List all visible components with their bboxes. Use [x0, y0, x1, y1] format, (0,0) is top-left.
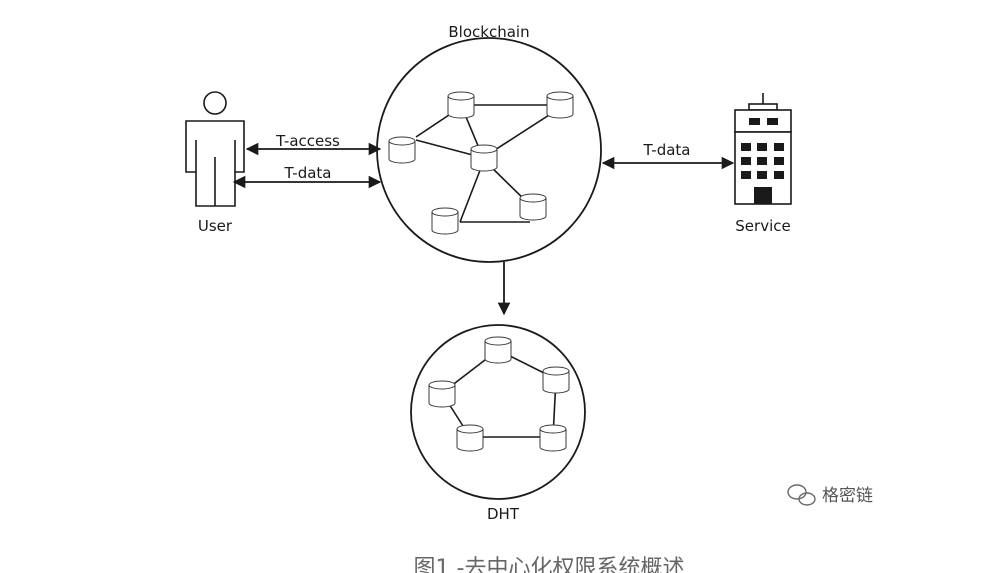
- watermark: 格密链: [787, 484, 873, 506]
- edge-label-t-data-user: T-data: [284, 164, 332, 182]
- database-icon: [388, 136, 416, 164]
- database-icon: [539, 424, 567, 452]
- database-icon: [470, 144, 498, 172]
- database-icon: [519, 193, 547, 221]
- watermark-text: 格密链: [822, 486, 873, 506]
- database-icon: [542, 366, 570, 394]
- database-icon: [456, 424, 484, 452]
- building-icon: [734, 93, 792, 205]
- database-icon: [484, 336, 512, 364]
- database-icon: [431, 207, 459, 235]
- figure-caption: 图1 -去中心化权限系统概述: [414, 556, 685, 573]
- service-label: Service: [735, 217, 790, 235]
- blockchain-node: [376, 37, 602, 263]
- dht-label: DHT: [487, 505, 520, 523]
- wechat-icon: [787, 484, 816, 506]
- database-icon: [546, 91, 574, 119]
- edge-label-t-data-service: T-data: [643, 141, 691, 159]
- database-icon: [428, 380, 456, 408]
- user-label: User: [198, 217, 233, 235]
- dht-node: [410, 324, 586, 500]
- user-icon: [185, 91, 245, 207]
- database-icon: [447, 91, 475, 119]
- edge-label-t-access: T-access: [275, 132, 340, 150]
- blockchain-label: Blockchain: [448, 23, 529, 41]
